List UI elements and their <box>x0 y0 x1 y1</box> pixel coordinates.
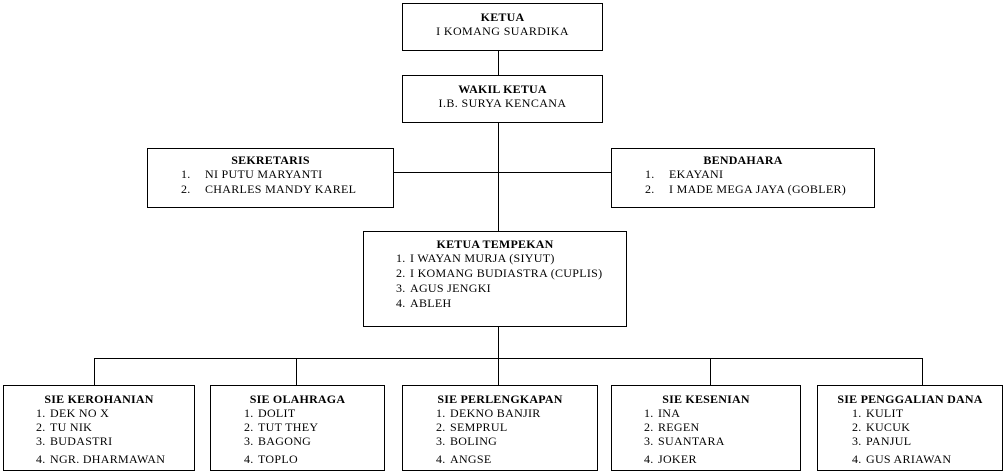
ketua-title: KETUA <box>480 10 525 24</box>
list-item: 1.DEKNO BANJIR <box>436 406 541 420</box>
sie-olahraga-list: 1.DOLIT 2.TUT THEY 3.BAGONG 4.TOPLO <box>244 406 384 466</box>
sie-kesenian-title: SIE KESENIAN <box>662 392 750 406</box>
list-item: 4.TOPLO <box>244 452 298 466</box>
wakil-ketua-name: I.B. SURYA KENCANA <box>438 96 567 110</box>
list-item: 1.DOLIT <box>244 406 296 420</box>
list-item: 4.NGR. DHARMAWAN <box>36 452 166 466</box>
sie-kesenian-box: SIE KESENIAN 1.INA 2.REGEN 3.SUANTARA 4.… <box>611 385 801 471</box>
sie-penggalian-dana-box: SIE PENGGALIAN DANA 1.KULIT 2.KUCUK 3.PA… <box>817 385 1003 471</box>
wakil-ketua-box: WAKIL KETUA I.B. SURYA KENCANA <box>402 75 603 123</box>
list-item: 3.PANJUL <box>852 434 912 448</box>
ketua-tempekan-box: KETUA TEMPEKAN 1.I WAYAN MURJA (SIYUT) 2… <box>363 231 627 327</box>
list-item: 4.ABLEH <box>396 296 452 310</box>
list-item: 3.AGUS JENGKI <box>396 281 491 295</box>
sie-perlengkapan-box: SIE PERLENGKAPAN 1.DEKNO BANJIR 2.SEMPRU… <box>402 385 598 471</box>
sie-kerohanian-title: SIE KEROHANIAN <box>44 392 154 406</box>
list-item: 2.TU NIK <box>36 420 93 434</box>
sie-penggalian-dana-title: SIE PENGGALIAN DANA <box>837 392 983 406</box>
sie-perlengkapan-list: 1.DEKNO BANJIR 2.SEMPRUL 3.BOLING 4.ANGS… <box>436 406 597 466</box>
list-item: 2.SEMPRUL <box>436 420 508 434</box>
sie-olahraga-box: SIE OLAHRAGA 1.DOLIT 2.TUT THEY 3.BAGONG… <box>210 385 385 471</box>
list-item: 2.CHARLES MANDY KAREL <box>181 182 357 196</box>
sie-olahraga-title: SIE OLAHRAGA <box>249 392 346 406</box>
ketua-tempekan-title: KETUA TEMPEKAN <box>436 237 554 251</box>
list-item: 2.KUCUK <box>852 420 911 434</box>
bendahara-box: BENDAHARA 1.EKAYANI 2.I MADE MEGA JAYA (… <box>611 148 875 208</box>
ketua-box: KETUA I KOMANG SUARDIKA <box>402 3 603 51</box>
list-item: 1.INA <box>644 406 681 420</box>
list-item: 2.REGEN <box>644 420 700 434</box>
sie-kerohanian-box: SIE KEROHANIAN 1.DEK NO X 2.TU NIK 3.BUD… <box>3 385 195 471</box>
list-item: 3.BUDASTRI <box>36 434 113 448</box>
wakil-ketua-title: WAKIL KETUA <box>458 82 547 96</box>
ketua-tempekan-list: 1.I WAYAN MURJA (SIYUT) 2.I KOMANG BUDIA… <box>396 251 626 311</box>
sie-penggalian-dana-list: 1.KULIT 2.KUCUK 3.PANJUL 4.GUS ARIAWAN <box>852 406 1002 466</box>
list-item: 4.ANGSE <box>436 452 492 466</box>
sekretaris-box: SEKRETARIS 1.NI PUTU MARYANTI 2.CHARLES … <box>147 148 394 208</box>
sekretaris-list: 1.NI PUTU MARYANTI 2.CHARLES MANDY KAREL <box>181 167 393 197</box>
list-item: 1.NI PUTU MARYANTI <box>181 167 323 181</box>
bendahara-title: BENDAHARA <box>703 153 783 167</box>
list-item: 1.EKAYANI <box>645 167 724 181</box>
sie-kesenian-list: 1.INA 2.REGEN 3.SUANTARA 4.JOKER <box>644 406 800 466</box>
list-item: 1.DEK NO X <box>36 406 110 420</box>
sie-kerohanian-list: 1.DEK NO X 2.TU NIK 3.BUDASTRI 4.NGR. DH… <box>36 406 194 466</box>
list-item: 4.JOKER <box>644 452 697 466</box>
list-item: 1.KULIT <box>852 406 904 420</box>
list-item: 3.BOLING <box>436 434 498 448</box>
list-item: 3.SUANTARA <box>644 434 725 448</box>
list-item: 1.I WAYAN MURJA (SIYUT) <box>396 251 555 265</box>
list-item: 2.TUT THEY <box>244 420 319 434</box>
sie-perlengkapan-title: SIE PERLENGKAPAN <box>437 392 563 406</box>
ketua-name: I KOMANG SUARDIKA <box>436 24 569 38</box>
list-item: 2.I KOMANG BUDIASTRA (CUPLIS) <box>396 266 603 280</box>
list-item: 3.BAGONG <box>244 434 312 448</box>
list-item: 2.I MADE MEGA JAYA (GOBLER) <box>645 182 847 196</box>
bendahara-list: 1.EKAYANI 2.I MADE MEGA JAYA (GOBLER) <box>645 167 874 197</box>
list-item: 4.GUS ARIAWAN <box>852 452 952 466</box>
sekretaris-title: SEKRETARIS <box>231 153 310 167</box>
